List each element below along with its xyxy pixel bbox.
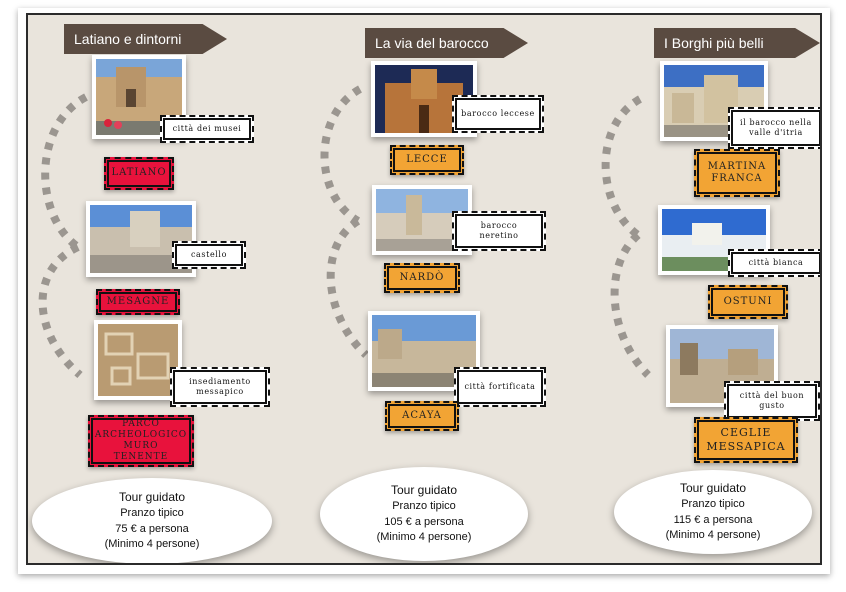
stop-caption: insediamento messapico	[170, 367, 270, 407]
stop-caption: barocco neretino	[452, 211, 546, 251]
place-label: Acaya	[385, 401, 459, 431]
photo-acaya	[368, 311, 480, 391]
tour-minimum: (Minimo 4 persone)	[665, 529, 761, 542]
tour-price: 115 € a persona	[673, 513, 753, 526]
tour-info-ellipse: Tour guidato Pranzo tipico 115 € a perso…	[614, 470, 812, 554]
photo-muro-tenente	[94, 320, 182, 400]
tour-title: Tour guidato	[390, 483, 458, 498]
place-label: Martina Franca	[694, 149, 780, 197]
place-label: Parco archeologico Muro Tenente	[88, 415, 194, 467]
tour-lunch: Pranzo tipico	[681, 498, 745, 511]
stop-caption: il barocco nella valle d'itria	[728, 107, 820, 149]
tour-lunch: Pranzo tipico	[120, 507, 184, 520]
itinerary-board: Latiano e dintorni città dei musei Latia…	[26, 13, 822, 565]
tour-info-ellipse: Tour guidato Pranzo tipico 75 € a person…	[32, 478, 272, 563]
stop-caption: città bianca	[728, 249, 820, 277]
stop-caption: città del buon gusto	[724, 381, 820, 421]
photo-ceglie-messapica-image	[670, 329, 774, 403]
stop-caption: città dei musei	[160, 115, 254, 143]
tour-minimum: (Minimo 4 persone)	[104, 538, 200, 551]
place-label: Mesagne	[96, 289, 180, 315]
place-label: Ceglie Messapica	[694, 417, 798, 463]
stop-caption: barocco leccese	[452, 95, 544, 133]
tour-info-ellipse: Tour guidato Pranzo tipico 105 € a perso…	[320, 467, 528, 561]
column-title-banner: I Borghi più belli	[654, 28, 820, 58]
column-title-banner: Latiano e dintorni	[64, 24, 227, 54]
place-label: Nardò	[384, 263, 460, 293]
column-title-banner: La via del barocco	[365, 28, 528, 58]
page-frame: Latiano e dintorni città dei musei Latia…	[18, 8, 830, 574]
place-label: Latiano	[104, 157, 174, 190]
tour-minimum: (Minimo 4 persone)	[376, 531, 472, 544]
tour-title: Tour guidato	[679, 481, 747, 496]
tour-title: Tour guidato	[118, 490, 186, 505]
tour-lunch: Pranzo tipico	[392, 500, 456, 513]
tour-price: 105 € a persona	[384, 515, 464, 528]
photo-acaya-image	[372, 315, 476, 387]
stop-caption: castello	[172, 241, 246, 269]
photo-muro-tenente-image	[98, 324, 178, 396]
place-label: Ostuni	[708, 285, 788, 319]
tour-price: 75 € a persona	[115, 522, 189, 535]
place-label: Lecce	[390, 145, 464, 175]
stop-caption: città fortificata	[454, 367, 546, 407]
